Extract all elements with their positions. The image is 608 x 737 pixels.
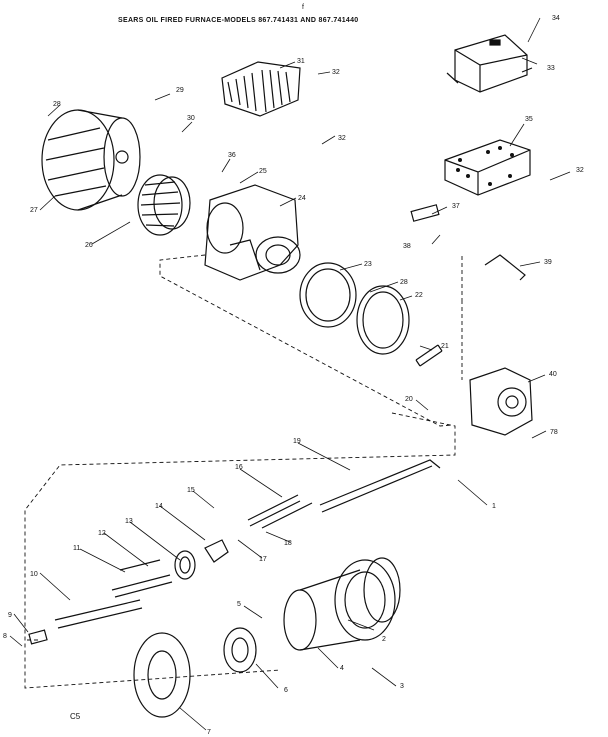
callout-32: 32 bbox=[332, 69, 340, 76]
callout-18: 18 bbox=[284, 540, 292, 547]
electrode-tubes bbox=[247, 494, 313, 529]
air-shutter bbox=[221, 61, 301, 117]
callout-35: 35 bbox=[525, 116, 533, 123]
clamp-ring-23 bbox=[299, 262, 357, 328]
plate bbox=[410, 204, 440, 222]
callout-28: 28 bbox=[53, 101, 61, 108]
fuel-pump bbox=[469, 367, 533, 436]
callout-21: 21 bbox=[441, 343, 449, 350]
callout-20: 20 bbox=[405, 396, 413, 403]
page-mark: f bbox=[302, 4, 304, 11]
callout-29: 29 bbox=[176, 87, 184, 94]
callout-39: 39 bbox=[544, 259, 552, 266]
callout-8: 8 bbox=[3, 633, 7, 640]
gasket bbox=[133, 632, 191, 718]
callout-13: 13 bbox=[125, 518, 133, 525]
callout-28: 28 bbox=[400, 279, 408, 286]
callout-3: 3 bbox=[400, 683, 404, 690]
callout-36: 36 bbox=[228, 152, 236, 159]
pump-bracket-rod bbox=[484, 254, 526, 281]
callout-12: 12 bbox=[98, 530, 106, 537]
callout-22: 22 bbox=[415, 292, 423, 299]
callout-30: 30 bbox=[187, 115, 195, 122]
callout-6: 6 bbox=[284, 687, 288, 694]
coupling bbox=[415, 344, 443, 367]
callout-14: 14 bbox=[155, 503, 163, 510]
callout-38: 38 bbox=[403, 243, 411, 250]
mounting-bracket bbox=[444, 139, 531, 196]
callout-33: 33 bbox=[547, 65, 555, 72]
diagram-code: C5 bbox=[70, 712, 81, 721]
clamp-ring-22 bbox=[356, 285, 410, 355]
callout-16: 16 bbox=[235, 464, 243, 471]
callout-17: 17 bbox=[259, 556, 267, 563]
callout-1: 1 bbox=[492, 503, 496, 510]
callout-37: 37 bbox=[452, 203, 460, 210]
electrode-holder bbox=[174, 550, 196, 580]
callout-24: 24 bbox=[298, 195, 306, 202]
diagram-title: SEARS OIL FIRED FURNACE-MODELS 867.74143… bbox=[118, 17, 359, 24]
callout-11: 11 bbox=[73, 545, 80, 552]
callout-31: 31 bbox=[297, 58, 305, 65]
assembly-guides bbox=[24, 254, 463, 689]
callout-9: 9 bbox=[8, 612, 12, 619]
blower-wheel-housing bbox=[41, 109, 141, 211]
ignition-transformer-cover bbox=[446, 34, 533, 93]
callout-4: 4 bbox=[340, 665, 344, 672]
callout-34: 34 bbox=[552, 15, 560, 22]
blast-tube bbox=[283, 557, 401, 651]
burner-head bbox=[223, 627, 257, 673]
nozzle-adapter bbox=[204, 539, 229, 563]
callout-78: 78 bbox=[550, 429, 558, 436]
oil-tube bbox=[319, 459, 441, 513]
blower-wheel bbox=[137, 174, 191, 236]
callout-26: 26 bbox=[85, 242, 93, 249]
callout-7: 7 bbox=[207, 729, 211, 736]
callout-27: 27 bbox=[30, 207, 38, 214]
callout-5: 5 bbox=[237, 601, 241, 608]
burner-housing bbox=[204, 184, 301, 281]
callout-23: 23 bbox=[364, 261, 372, 268]
callout-2: 2 bbox=[382, 636, 386, 643]
callout-15: 15 bbox=[187, 487, 195, 494]
callout-leaders bbox=[9, 17, 571, 731]
nozzle-line-assembly bbox=[54, 559, 173, 629]
callout-25: 25 bbox=[259, 168, 267, 175]
callout-40: 40 bbox=[549, 371, 557, 378]
callout-32: 32 bbox=[338, 135, 346, 142]
callout-32: 32 bbox=[576, 167, 584, 174]
callout-19: 19 bbox=[293, 438, 301, 445]
callout-10: 10 bbox=[30, 571, 38, 578]
nozzle bbox=[28, 629, 48, 645]
